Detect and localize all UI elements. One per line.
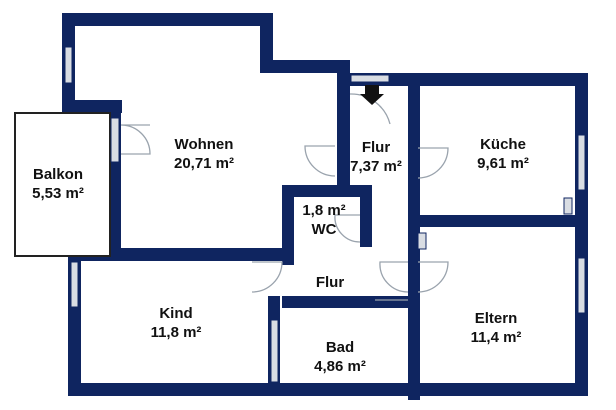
balkon-outline: [14, 112, 111, 257]
entrance-arrow-icon: [360, 85, 384, 105]
windows: [64, 46, 586, 383]
door-swings: [120, 93, 449, 301]
room-label-flur-bottom: Flur: [315, 274, 345, 291]
